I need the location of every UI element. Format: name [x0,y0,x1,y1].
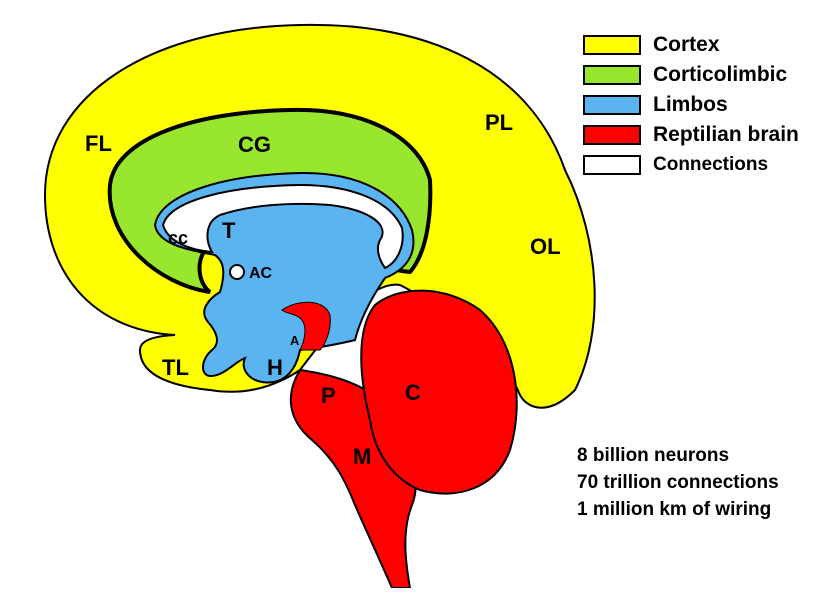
stats-block: 8 billion neurons 70 trillion connection… [577,442,779,523]
label-fl: FL [85,131,112,156]
cerebellum-shape [360,289,518,495]
legend-item-corticolimbic: Corticolimbic [583,60,799,90]
label-ol: OL [530,234,561,259]
legend-item-cortex: Cortex [583,30,799,60]
label-p: P [321,383,336,408]
legend-label: Cortex [653,33,720,56]
label-t: T [222,218,236,243]
label-tl: TL [162,355,189,380]
legend-swatch [583,95,641,115]
label-cg: CG [238,132,271,157]
label-cc: cc [168,228,188,248]
label-pl: PL [485,110,513,135]
limbic-shape [153,171,415,384]
label-m: M [353,444,371,469]
legend-swatch [583,35,641,55]
label-h: H [267,355,283,380]
stat-line: 1 million km of wiring [577,499,772,520]
legend-item-connections: Connections [583,150,799,180]
legend-item-limbos: Limbos [583,90,799,120]
legend-swatch [583,65,641,85]
legend-label: Corticolimbic [653,63,788,86]
connections-shape [161,183,404,270]
legend-swatch [583,155,641,175]
label-a: A [290,333,300,348]
legend-swatch [583,125,641,145]
stat-line: 70 trillion connections [577,472,779,493]
anterior-commissure-dot [229,264,245,280]
legend: Cortex Corticolimbic Limbos Reptilian br… [583,30,799,180]
legend-item-reptilian-brain: Reptilian brain [583,120,799,150]
label-c: C [405,380,421,405]
reptilian-wedge-shape [281,301,331,351]
legend-label: Reptilian brain [653,123,799,146]
legend-label: Limbos [653,93,728,116]
label-ac: AC [249,265,273,282]
legend-label: Connections [653,154,769,175]
stat-line: 8 billion neurons [577,445,730,466]
